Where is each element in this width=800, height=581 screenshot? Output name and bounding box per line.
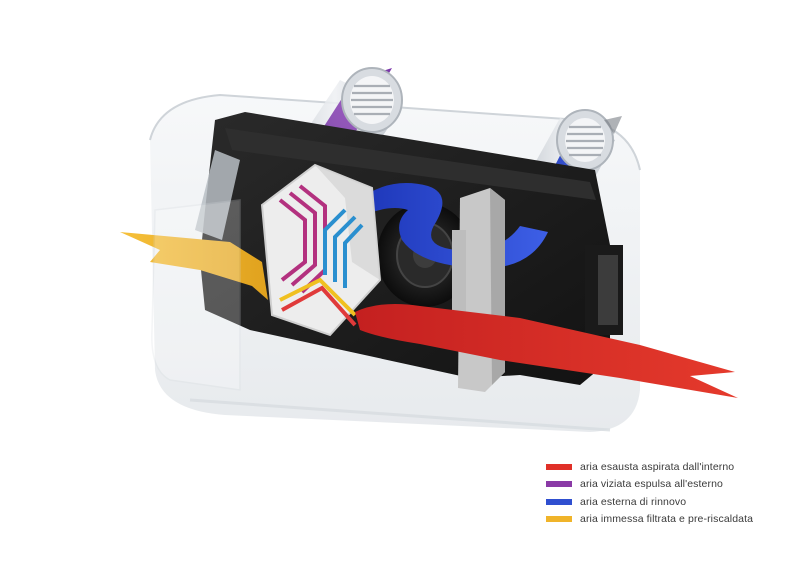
- supply-air-flow: [120, 232, 268, 300]
- legend-swatch-purple: [546, 481, 572, 488]
- exhaust-air-flow: [355, 304, 738, 398]
- legend: aria esausta aspirata dall'interno aria …: [546, 458, 786, 528]
- legend-label: aria immessa filtrata e pre-riscaldata: [580, 513, 754, 526]
- legend-item-supply: aria immessa filtrata e pre-riscaldata: [546, 511, 786, 529]
- legend-item-stale: aria viziata espulsa all'esterno: [546, 476, 786, 494]
- legend-swatch-yellow: [546, 516, 572, 523]
- legend-swatch-red: [546, 463, 572, 470]
- legend-swatch-blue: [546, 498, 572, 505]
- round-grille-icon: [341, 67, 403, 133]
- round-grille-icon: [556, 109, 614, 171]
- housing-front-lip: [151, 199, 241, 391]
- legend-label: aria viziata espulsa all'esterno: [580, 478, 723, 491]
- legend-item-fresh: aria esterna di rinnovo: [546, 493, 786, 511]
- legend-label: aria esterna di rinnovo: [580, 495, 687, 508]
- support-bracket: [452, 188, 505, 392]
- legend-label: aria esausta aspirata dall'interno: [580, 460, 735, 473]
- heat-exchanger-icon: [260, 163, 382, 337]
- legend-item-exhaust: aria esausta aspirata dall'interno: [546, 458, 786, 476]
